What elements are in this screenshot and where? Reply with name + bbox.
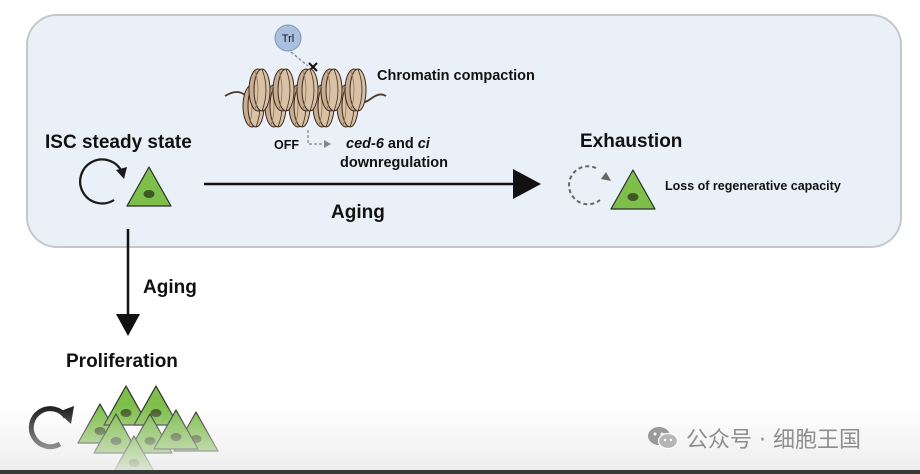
watermark: 公众号 · 细胞王国 <box>646 424 861 453</box>
ci-gene: ci <box>418 136 431 152</box>
trl-factor: Trl <box>274 24 302 52</box>
off-label: OFF <box>274 138 299 152</box>
proliferating-cell-cluster <box>77 385 219 474</box>
aging-horizontal-arrowhead <box>513 169 541 199</box>
and-text: and <box>384 136 418 152</box>
isc-steady-state-label: ISC steady state <box>45 132 192 153</box>
proliferation-cycle-icon <box>28 406 74 450</box>
trl-label: Trl <box>282 33 294 45</box>
watermark-text: 公众号 · 细胞王国 <box>686 428 861 453</box>
chromatin-fiber <box>224 68 387 128</box>
exhaustion-label: Exhaustion <box>580 131 682 152</box>
aging-panel <box>26 14 902 248</box>
aging-vertical-arrowhead <box>116 314 140 336</box>
aging-vertical-label: Aging <box>143 277 197 298</box>
downregulation-label: downregulation <box>340 155 448 171</box>
gene-downregulation-line1: ced-6 and ci <box>346 136 431 152</box>
bottom-rule <box>0 470 920 474</box>
trl-inhibition-arrow <box>290 51 309 67</box>
self-renewal-cycle-icon <box>79 158 127 205</box>
impaired-cycle-icon <box>568 165 611 206</box>
wechat-logo-icon <box>648 427 679 450</box>
loss-regenerative-label: Loss of regenerative capacity <box>665 179 841 193</box>
aging-horizontal-label: Aging <box>331 202 385 223</box>
ced6-gene: ced-6 <box>346 136 385 152</box>
proliferation-label: Proliferation <box>66 351 178 372</box>
chromatin-compaction-label: Chromatin compaction <box>377 68 535 84</box>
